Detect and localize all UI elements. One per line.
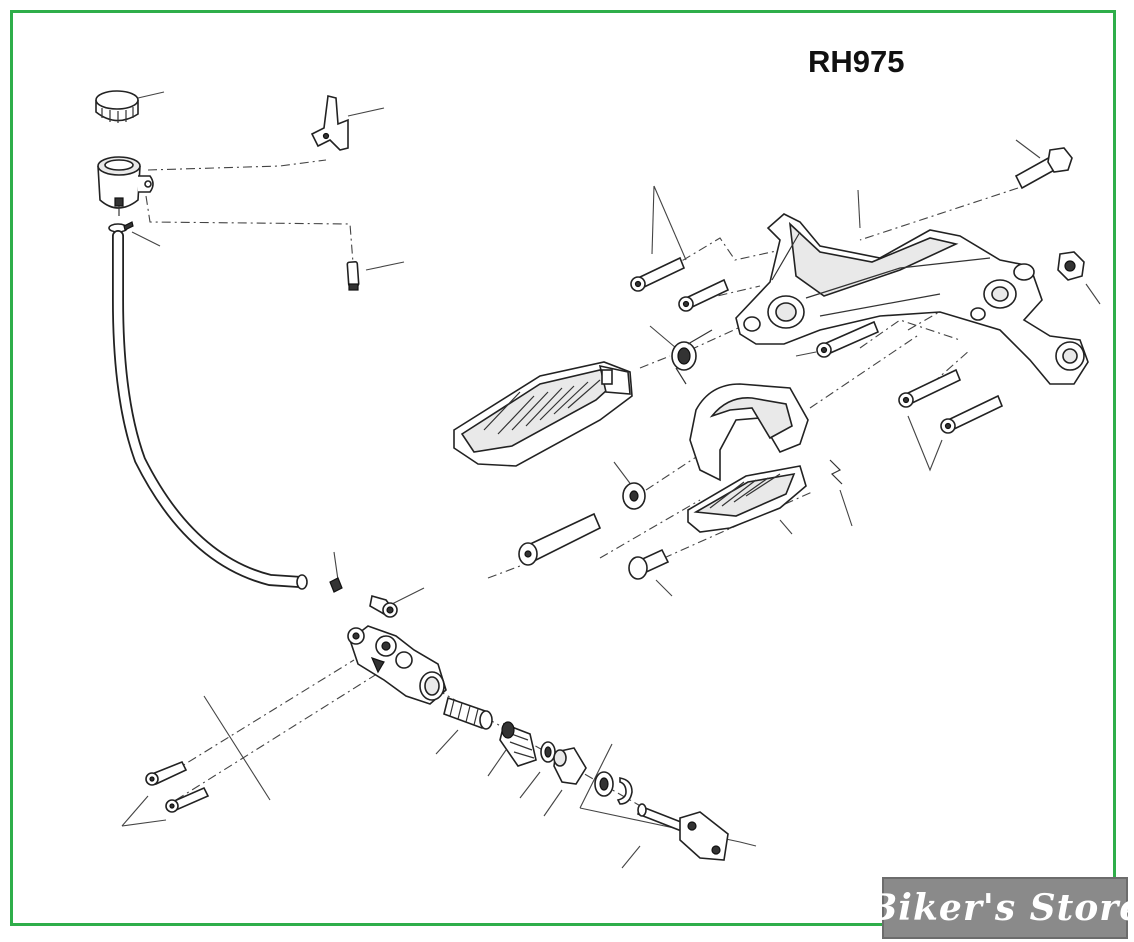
hose-clip (329, 577, 343, 593)
reservoir-cap (95, 90, 139, 123)
piston-assembly (499, 721, 537, 767)
master-cylinder-body (347, 625, 447, 705)
cylinder-screw-1 (145, 760, 188, 786)
o-ring (540, 741, 556, 763)
elbow-fitting (369, 594, 398, 618)
fluid-hose (112, 230, 308, 590)
bracket-bolt-3 (816, 320, 880, 358)
bracket-bolt-2 (678, 278, 730, 312)
diagram-frame (10, 10, 1116, 926)
clevis-pin (628, 548, 670, 580)
hose-clamp (108, 221, 134, 233)
rider-footpeg (453, 361, 633, 467)
top-bolt (1014, 147, 1073, 190)
bracket-bolt-5 (940, 394, 1004, 434)
fluid-reservoir (97, 156, 154, 216)
passenger-footpeg (687, 383, 809, 533)
torsion-spring (671, 329, 713, 385)
bracket-bolt-4 (898, 368, 962, 408)
peg-washer (622, 482, 646, 510)
push-rod (637, 803, 729, 861)
bracket-bolt-1 (630, 256, 686, 292)
store-logo-text: Biker's Store (866, 887, 1134, 929)
washer (594, 771, 614, 797)
bracket-screw (346, 261, 360, 291)
piston-spring (443, 696, 493, 730)
cylinder-screw-2 (165, 786, 210, 813)
footpeg-bracket (735, 213, 1089, 385)
hex-nut (1057, 251, 1085, 281)
part-number-title: RH975 (808, 44, 905, 79)
pivot-pin (518, 512, 602, 566)
circlip (616, 777, 633, 805)
dust-boot (553, 747, 587, 785)
reservoir-bracket (310, 95, 349, 151)
store-logo: Biker's Store (867, 877, 1134, 939)
leader-lines (121, 91, 1101, 869)
cotter-pin (829, 459, 843, 485)
